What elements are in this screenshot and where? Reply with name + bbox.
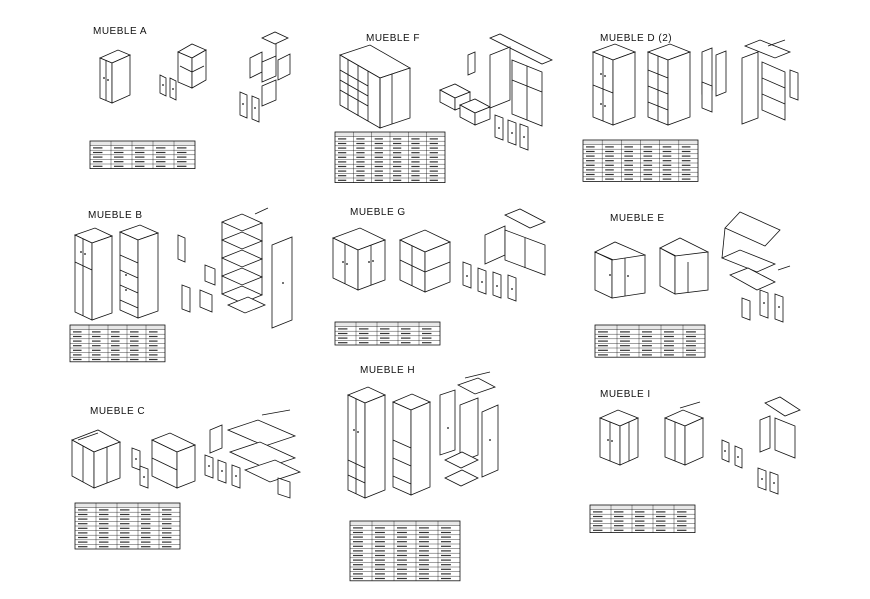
mueble-i-assembled (598, 409, 640, 466)
mueble-i-drawings (598, 396, 801, 495)
parts-tables (69, 131, 706, 582)
title-mueble-c: MUEBLE C (90, 406, 146, 417)
mueble-g-open (399, 229, 451, 293)
mueble-h-assembled (346, 386, 387, 499)
mueble-e-drawings (594, 211, 791, 323)
mueble-a-open (159, 43, 207, 101)
title-mueble-d: MUEBLE D (2) (600, 33, 673, 44)
mueble-f-assembled (339, 44, 411, 129)
mueble-b-assembled (73, 227, 114, 321)
mueble-b-open (118, 224, 160, 319)
title-mueble-h: MUEBLE H (360, 365, 416, 376)
mueble-a-assembled (98, 49, 132, 104)
mueble-a-exploded (239, 31, 291, 123)
mueble-c-open (131, 432, 197, 489)
mueble-g-drawings (331, 208, 546, 302)
table-frame (89, 140, 196, 170)
title-mueble-g: MUEBLE G (350, 207, 406, 218)
mueble-e-open (659, 237, 709, 295)
table-frame (69, 324, 166, 363)
parts-table (74, 502, 181, 550)
table-header-row (595, 325, 705, 330)
mueble-h-exploded (439, 371, 499, 487)
table-frame (334, 321, 441, 346)
table-frame (594, 324, 706, 358)
mueble-g-exploded (462, 208, 546, 302)
mueble-f-drawings (339, 33, 553, 151)
mueble-i-open (663, 401, 705, 466)
mueble-d-open (646, 43, 692, 126)
title-mueble-a: MUEBLE A (93, 26, 148, 37)
parts-table (334, 131, 446, 183)
title-mueble-i: MUEBLE I (600, 389, 651, 400)
mueble-h-open (391, 393, 432, 496)
mueble-e-assembled (594, 241, 646, 299)
table-header-row (70, 325, 165, 330)
title-mueble-f: MUEBLE F (366, 33, 421, 44)
parts-table (594, 324, 706, 358)
mueble-d-exploded (701, 39, 799, 125)
mueble-d-assembled (591, 43, 637, 126)
mueble-f-parts (439, 51, 491, 126)
mueble-f-exploded (489, 33, 553, 151)
mueble-c-drawings (71, 409, 302, 499)
mueble-g-assembled (331, 227, 387, 291)
table-frame (582, 139, 699, 182)
mueble-c-assembled (71, 429, 121, 489)
table-header-row (75, 503, 180, 508)
table-frame (349, 520, 461, 582)
table-header-row (350, 521, 460, 526)
table-frame (589, 504, 696, 534)
table-frame (74, 502, 181, 550)
parts-table (589, 504, 696, 534)
mueble-b-exploded (177, 207, 293, 329)
mueble-e-exploded (720, 211, 791, 323)
parts-table (349, 520, 461, 582)
parts-table (334, 321, 441, 346)
mueble-d-drawings (591, 39, 799, 126)
title-mueble-e: MUEBLE E (610, 213, 665, 224)
mueble-h-drawings (346, 371, 499, 499)
mueble-i-exploded (721, 396, 801, 495)
mueble-c-exploded (204, 409, 302, 499)
parts-table (69, 324, 166, 363)
table-header-row (590, 505, 695, 510)
table-frame (334, 131, 446, 183)
table-header-row (335, 322, 440, 327)
table-header-row (90, 141, 195, 146)
parts-table (89, 140, 196, 170)
mueble-b-drawings (73, 207, 293, 329)
title-mueble-b: MUEBLE B (88, 210, 143, 221)
mueble-a-drawings (98, 31, 291, 123)
parts-table (582, 139, 699, 182)
